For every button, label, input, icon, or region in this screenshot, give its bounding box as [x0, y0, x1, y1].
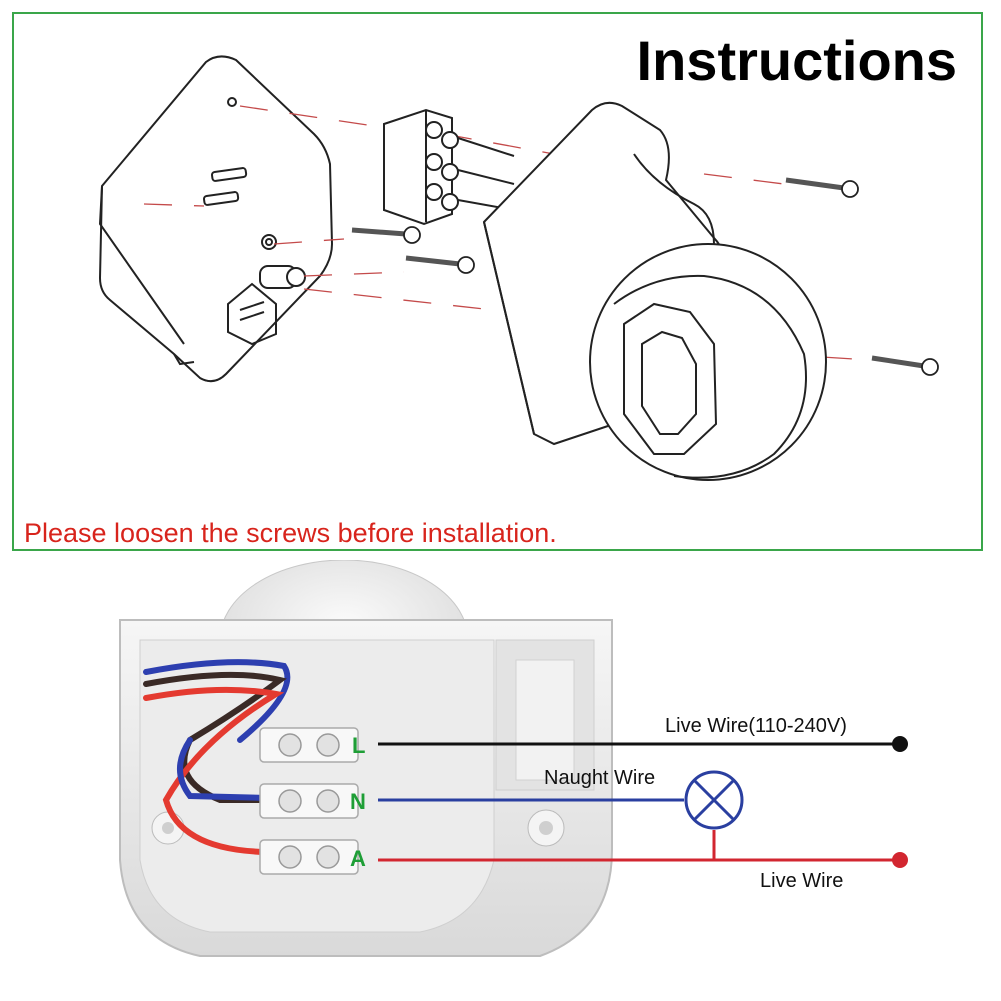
internal-wires [143, 659, 291, 855]
exploded-view-drawing [98, 55, 939, 481]
page-title: Instructions [636, 29, 957, 92]
live-out-terminal-dot [892, 852, 908, 868]
terminal-label-n: N [350, 789, 366, 814]
live-wire-in-label: Live Wire(110-240V) [665, 715, 847, 737]
screw-icon [405, 255, 475, 274]
live-wire-out-label: Live Wire [760, 870, 844, 892]
live-in-terminal-dot [892, 736, 908, 752]
lamp-icon [684, 770, 744, 830]
external-wiring [378, 742, 900, 862]
sensor-housing [119, 619, 613, 957]
installation-warning: Please loosen the screws before installa… [24, 518, 557, 548]
screw-icon-group [351, 177, 939, 376]
sensor-body [482, 101, 827, 481]
screw-icon [871, 355, 939, 376]
wiring-diagram [119, 560, 908, 957]
terminal-block [383, 108, 515, 226]
installation-panel: Instructions Please loosen the screws be… [12, 12, 983, 551]
screw-icon [351, 226, 421, 244]
terminal-label-l: L [352, 733, 366, 758]
terminal-strip [259, 727, 359, 875]
screw-icon [785, 177, 859, 198]
terminal-label-a: A [350, 846, 366, 871]
mounting-plate [98, 55, 334, 383]
alignment-lines [143, 105, 855, 360]
neutral-wire-label: Naught Wire [544, 767, 656, 789]
